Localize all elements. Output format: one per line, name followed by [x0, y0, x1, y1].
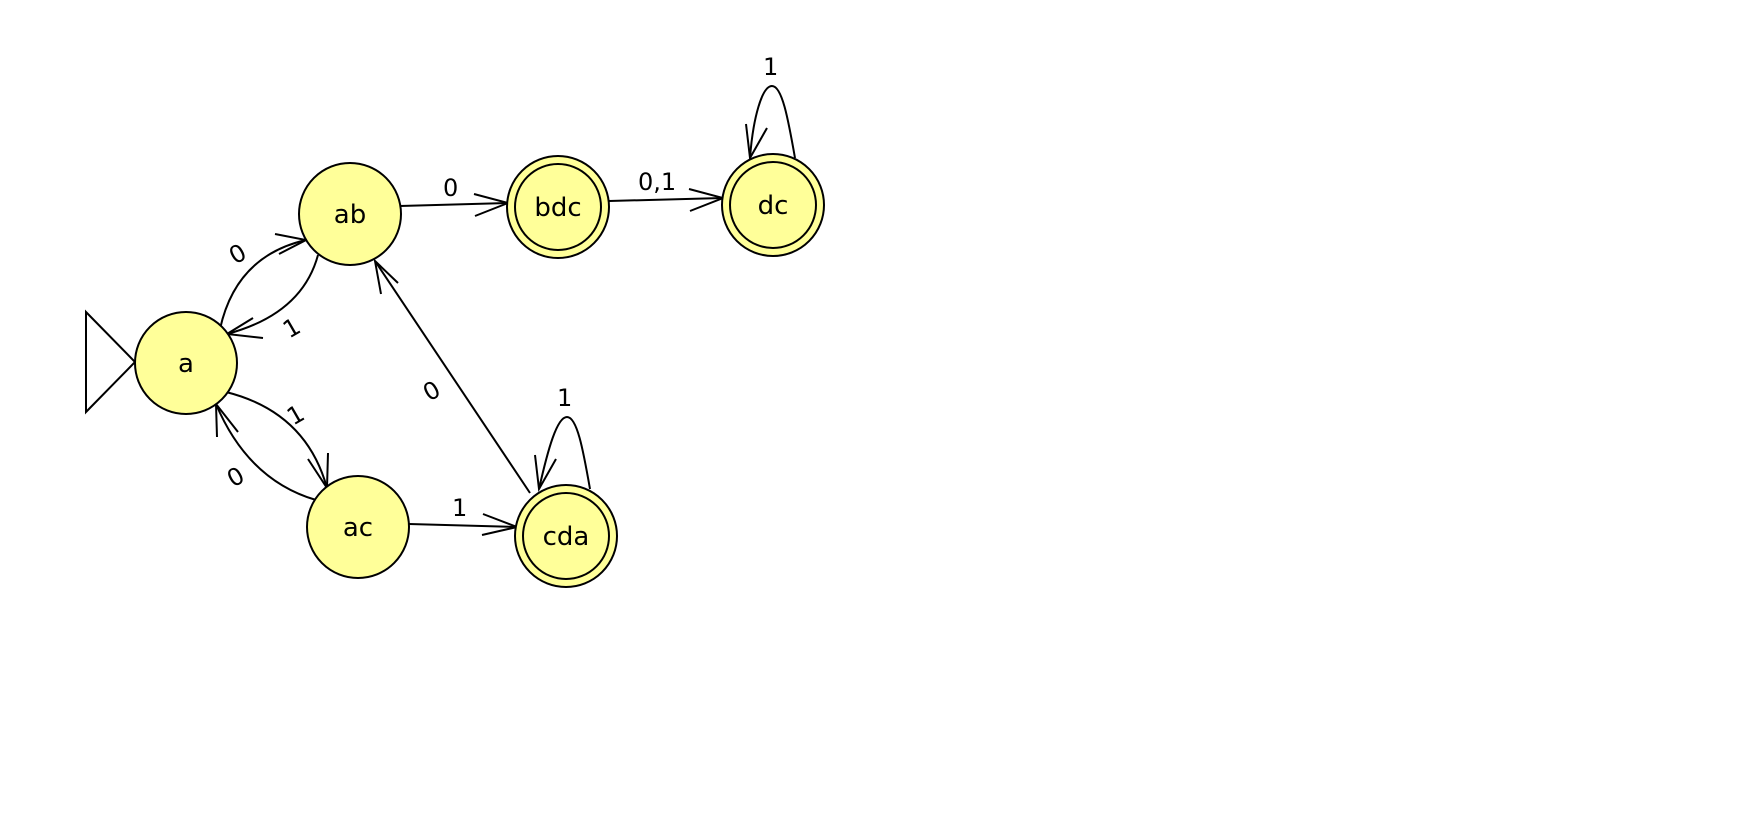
state-label-cda: cda [543, 522, 590, 552]
state-label-bdc: bdc [534, 193, 581, 223]
start-marker [85, 309, 137, 415]
edge-label-bdc-dc: 0,1 [638, 168, 676, 196]
state-cda[interactable]: cda [514, 484, 618, 588]
state-label-ab: ab [334, 200, 366, 230]
edge-cda-loop: 1 [534, 384, 591, 493]
edge-bdc-dc: 0,1 [608, 168, 727, 212]
state-bdc[interactable]: bdc [506, 155, 610, 259]
state-ac[interactable]: ac [306, 475, 410, 579]
edge-label-a-ab: 0 [224, 238, 251, 270]
state-a[interactable]: a [134, 311, 238, 415]
state-ab[interactable]: ab [298, 162, 402, 266]
state-dc[interactable]: dc [721, 153, 825, 257]
edge-label-ac-cda: 1 [452, 494, 467, 522]
edge-ac-cda: 1 [408, 494, 521, 536]
edge-cda-ab: 0 [373, 258, 531, 494]
edge-label-ac-a: 0 [222, 461, 249, 493]
edge-label-ab-a: 1 [278, 312, 305, 344]
edge-a-ab: 0 [219, 233, 310, 330]
edge-label-a-ac: 1 [282, 399, 309, 431]
edge-label-ab-bdc: 0 [443, 174, 458, 202]
state-label-a: a [178, 349, 194, 379]
edge-label-cda-ab: 0 [418, 375, 445, 407]
edge-label-cda-loop: 1 [557, 384, 572, 412]
edge-dc-loop: 1 [745, 53, 796, 162]
edge-label-dc-loop: 1 [763, 53, 778, 81]
state-label-ac: ac [343, 513, 373, 543]
state-label-dc: dc [758, 191, 789, 221]
edge-ab-bdc: 0 [399, 174, 512, 217]
